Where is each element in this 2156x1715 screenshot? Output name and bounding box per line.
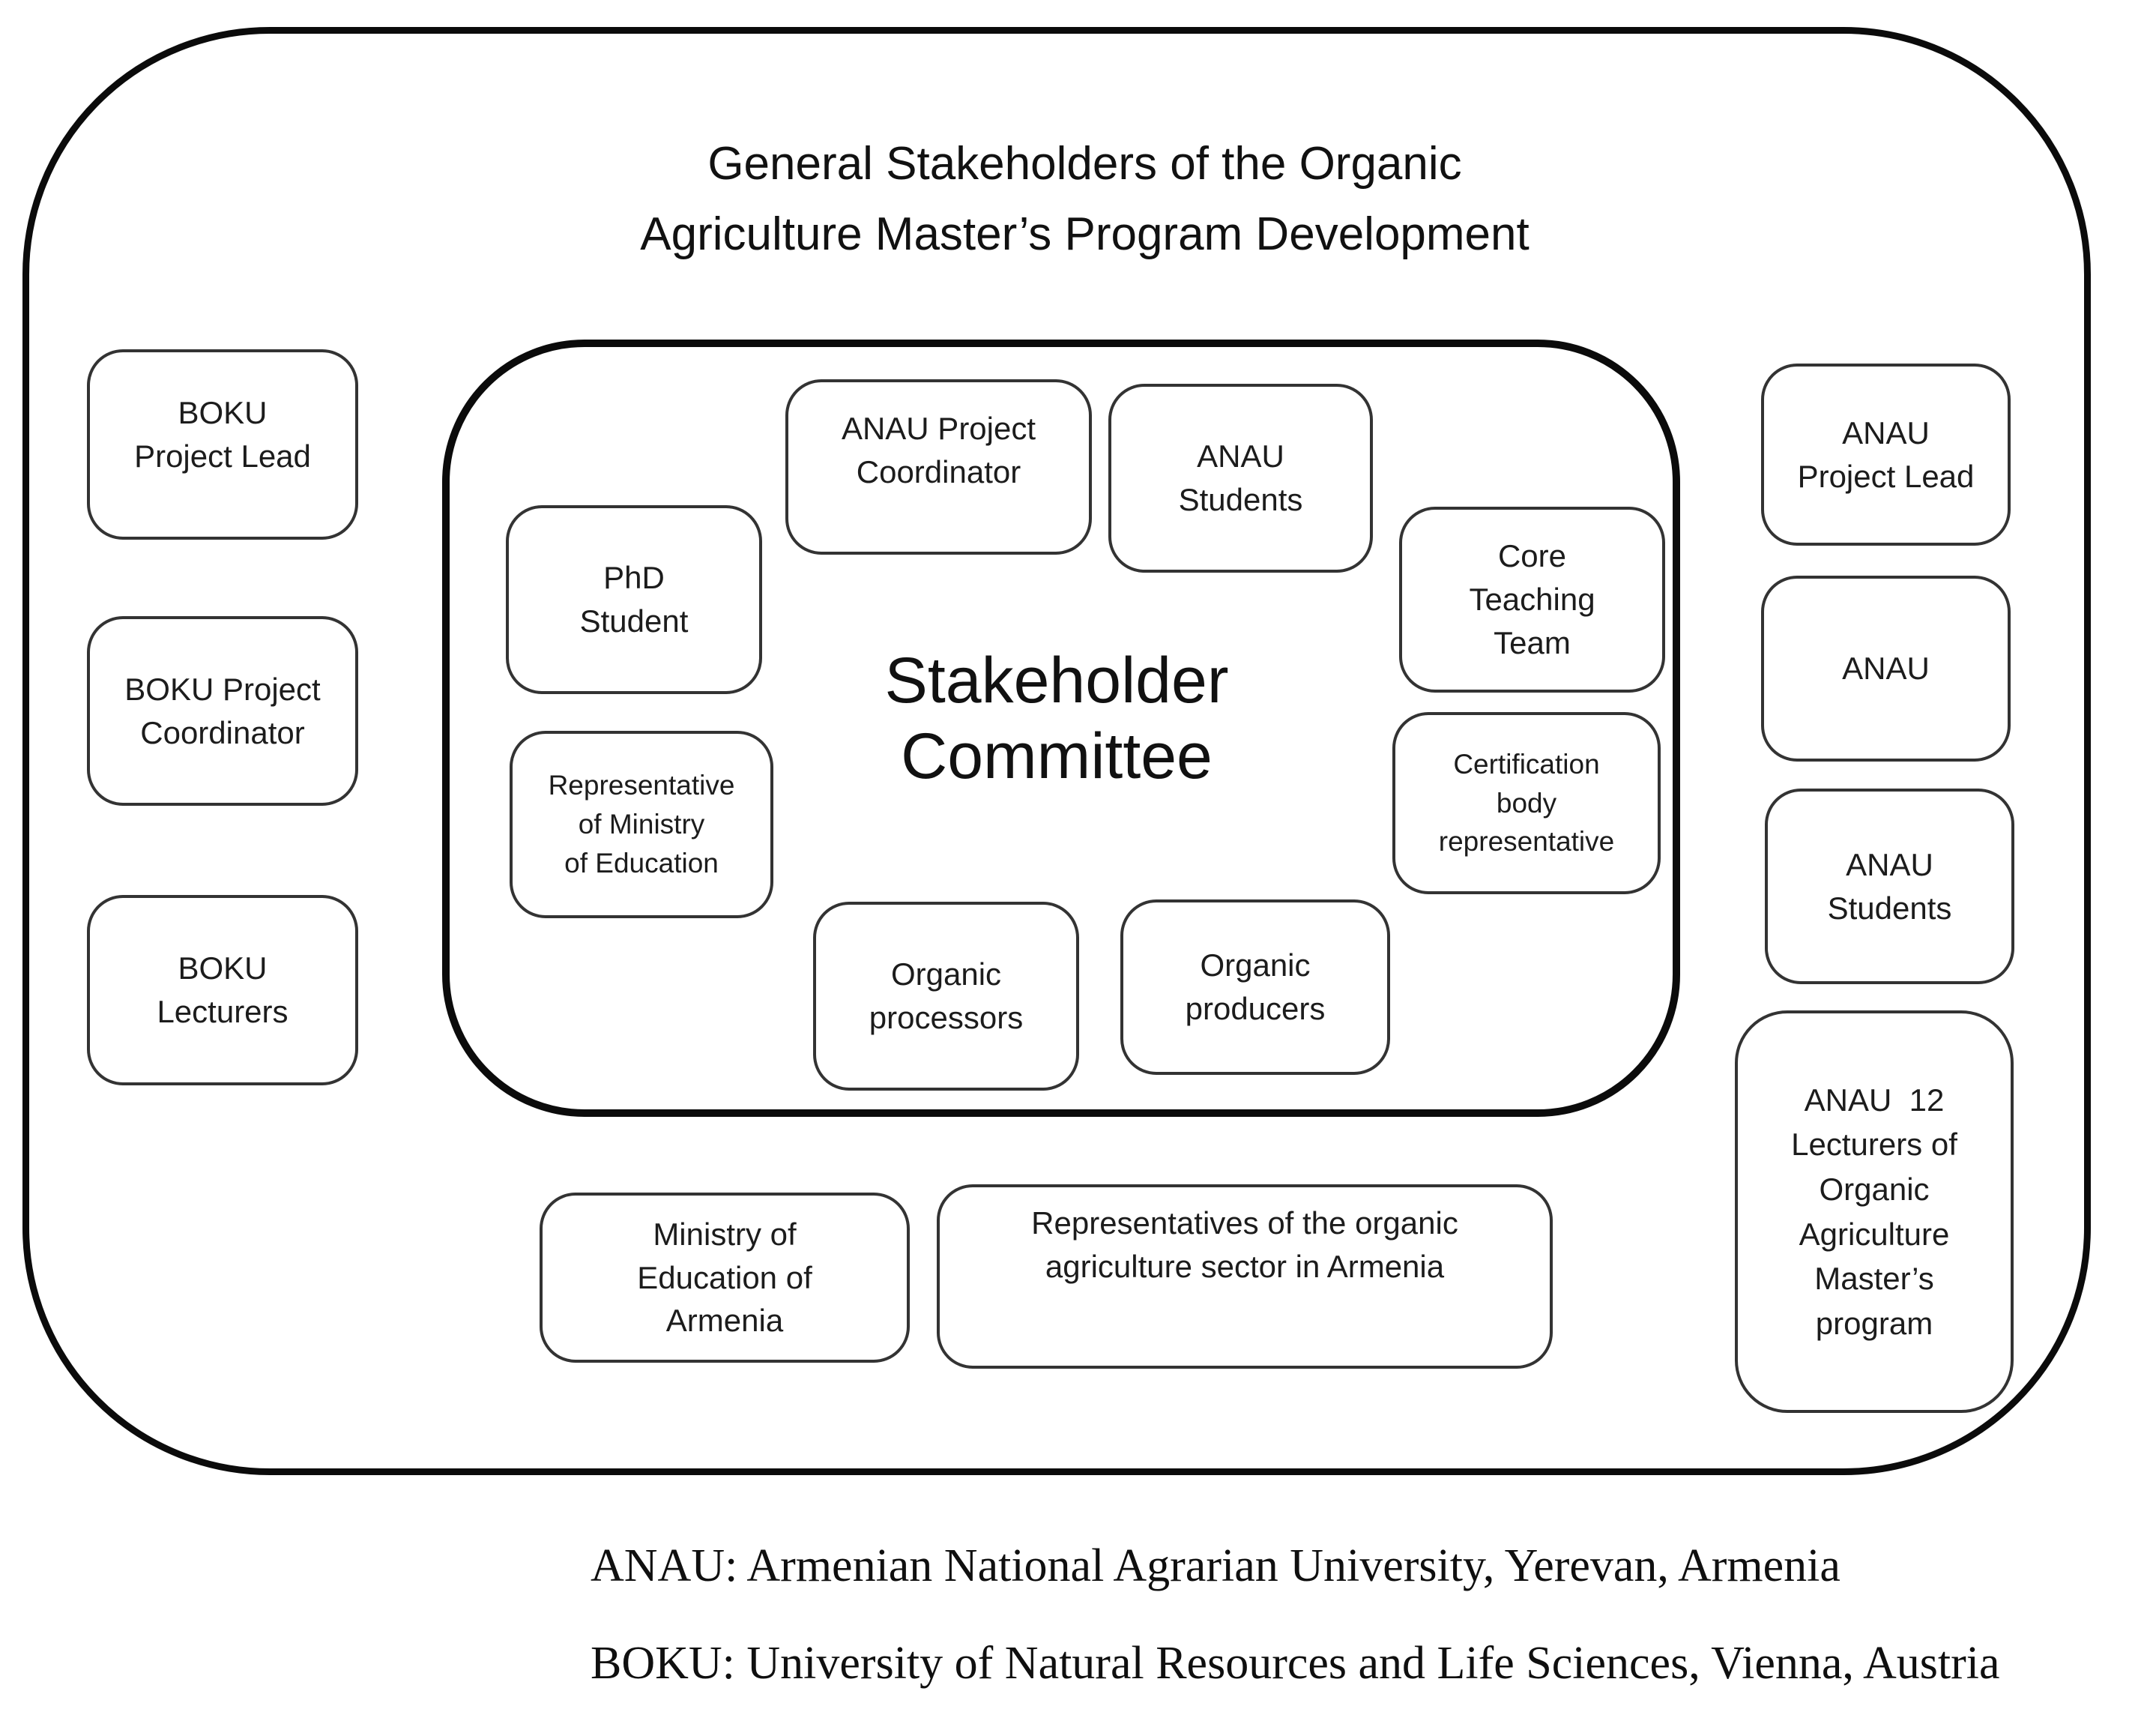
box-anau-project-coordinator: ANAU Project Coordinator <box>785 379 1092 555</box>
box-boku-project-coordinator: BOKU Project Coordinator <box>87 616 358 806</box>
box-organic-producers: Organic producers <box>1120 899 1390 1075</box>
legend-line-boku: BOKU: University of Natural Resources an… <box>591 1638 2000 1689</box>
box-core-teaching-team: Core Teaching Team <box>1399 507 1665 693</box>
box-anau-project-lead: ANAU Project Lead <box>1761 364 2011 546</box>
box-boku-lecturers: BOKU Lecturers <box>87 895 358 1085</box>
box-representatives-organic-sector: Representatives of the organic agricultu… <box>937 1184 1553 1369</box>
figure-title: General Stakeholders of the Organic Agri… <box>640 138 1530 261</box>
box-anau-12-lecturers: ANAU 12 Lecturers of Organic Agriculture… <box>1735 1010 2014 1413</box>
box-boku-project-lead: BOKU Project Lead <box>87 349 358 540</box>
box-ministry-education-armenia: Ministry of Education of Armenia <box>540 1193 910 1363</box>
box-phd-student: PhD Student <box>506 505 762 694</box>
box-anau-students-right: ANAU Students <box>1765 789 2014 984</box>
box-representative-ministry-education: Representative of Ministry of Education <box>510 731 773 918</box>
box-certification-body-representative: Certification body representative <box>1392 712 1661 894</box>
box-anau-students-committee: ANAU Students <box>1108 384 1373 573</box>
stakeholder-committee-title: Stakeholder Committee <box>884 645 1229 792</box>
box-organic-processors: Organic processors <box>813 902 1079 1091</box>
legend-line-anau: ANAU: Armenian National Agrarian Univers… <box>591 1540 1841 1591</box>
box-anau: ANAU <box>1761 576 2011 762</box>
